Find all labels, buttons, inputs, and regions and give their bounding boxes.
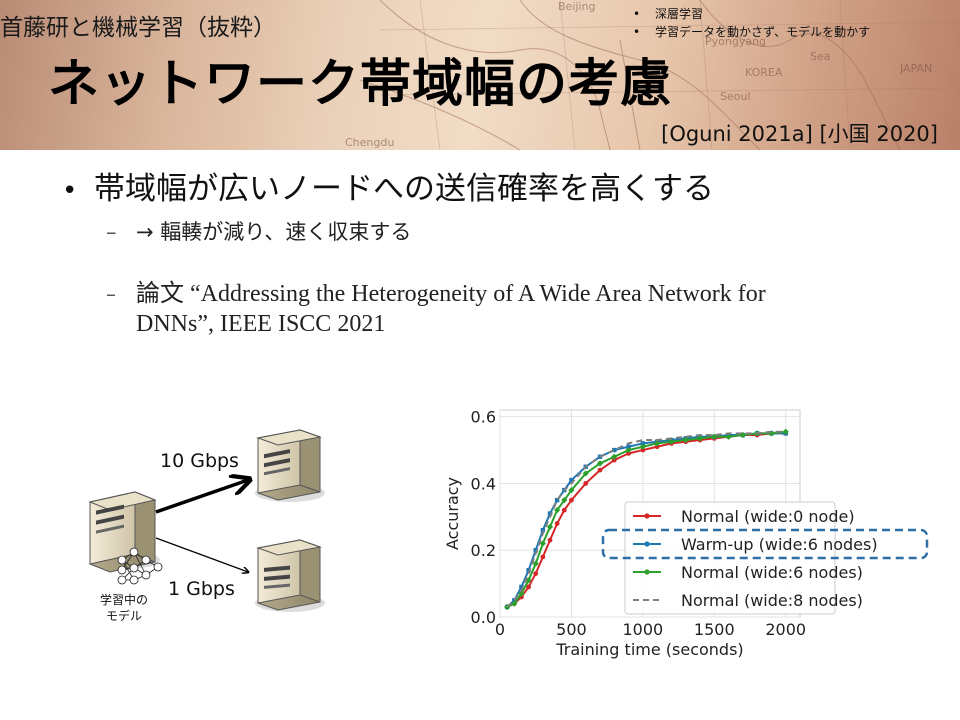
map-label: Seoul <box>720 90 751 103</box>
bullet-icon: • <box>62 176 78 206</box>
topic-label: 学習データを動かさず、モデルを動かす <box>655 25 871 39</box>
main-bullet-text: 帯域幅が広いノードへの送信確率を高くする <box>94 171 714 207</box>
sub-bullet-result: –→ 輻輳が減り、速く収束する <box>106 216 411 246</box>
series-line <box>506 430 786 608</box>
y-tick-label: 0.2 <box>471 541 496 560</box>
data-point <box>526 584 531 590</box>
dash-icon: – <box>106 282 116 306</box>
topic-label: 深層学習 <box>655 7 704 21</box>
legend-marker <box>644 513 650 519</box>
legend-highlight-box <box>601 528 929 560</box>
x-tick-label: 2000 <box>765 620 806 639</box>
data-point <box>569 497 574 503</box>
data-point <box>597 467 603 473</box>
data-point <box>612 447 617 453</box>
slow-link-arrow <box>155 537 248 572</box>
legend-label: Warm-up (wide:6 nodes) <box>681 535 878 554</box>
data-point <box>554 521 560 526</box>
data-point <box>561 507 567 513</box>
data-point <box>626 444 631 449</box>
map-label: Chengdu <box>345 136 394 149</box>
data-point <box>519 584 524 590</box>
bullet-icon: • <box>633 7 641 21</box>
model-caption: 学習中の モデル <box>84 592 164 624</box>
data-point <box>547 537 553 543</box>
paper-title-line2: DNNs”, IEEE ISCC 2021 <box>136 311 386 337</box>
data-point <box>640 441 646 446</box>
data-point <box>626 451 631 456</box>
data-point <box>654 444 660 450</box>
data-point <box>569 477 574 483</box>
data-point <box>547 511 553 516</box>
sub-bullet-paper: –論文 “Addressing the Heterogeneity of A W… <box>106 279 906 339</box>
source-server-icon <box>88 491 157 573</box>
paper-title-line1: 論文 “Addressing the Heterogeneity of A Wi… <box>136 281 766 307</box>
x-tick-label: 1000 <box>622 620 663 639</box>
data-point <box>540 554 546 560</box>
legend-marker <box>644 569 650 575</box>
data-point <box>611 457 617 463</box>
data-point <box>512 598 517 603</box>
topic-item: • 学習データを動かさず、モデルを動かす <box>633 23 870 41</box>
slow-link-label: 1 Gbps <box>168 578 235 600</box>
fast-link-label: 10 Gbps <box>160 450 239 472</box>
header-banner: Beijing Pyongyang Seoul JAPAN KOREA Chen… <box>0 0 960 151</box>
y-tick-label: 0.0 <box>471 608 496 627</box>
legend-label: Normal (wide:0 node) <box>681 507 855 526</box>
x-tick-label: 500 <box>556 620 587 639</box>
x-axis-label: Training time (seconds) <box>555 640 743 659</box>
map-background: Beijing Pyongyang Seoul JAPAN KOREA Chen… <box>345 0 960 151</box>
x-tick-label: 0 <box>495 620 505 639</box>
map-label: Beijing <box>558 0 595 13</box>
map-label: JAPAN <box>899 62 932 75</box>
fast-link-arrow <box>155 480 248 514</box>
x-tick-label: 1500 <box>694 620 735 639</box>
model-caption-line2: モデル <box>105 609 142 623</box>
bullet-icon: • <box>633 25 641 39</box>
y-axis-label: Accuracy <box>443 477 462 550</box>
dash-icon: – <box>106 220 117 244</box>
data-point <box>554 497 560 503</box>
section-ribbon: 首藤研と機械学習（抜粋） <box>0 15 276 41</box>
map-label: Sea <box>810 50 831 63</box>
map-label: Pyongyang <box>705 35 766 48</box>
map-label: KOREA <box>745 66 783 79</box>
fast-server-icon <box>256 429 322 501</box>
slow-server-icon <box>256 539 322 611</box>
legend-label: Normal (wide:6 nodes) <box>681 563 863 582</box>
data-point <box>533 571 539 576</box>
y-tick-label: 0.4 <box>471 474 496 493</box>
sub-bullet-text: → 輻輳が減り、速く収束する <box>136 220 412 244</box>
page-title: ネットワーク帯域幅の考慮 <box>48 55 673 114</box>
network-diagram: 10 Gbps 1 Gbps 学習中の モデル <box>80 420 380 650</box>
y-tick-label: 0.6 <box>471 408 496 427</box>
main-bullet: • 帯域幅が広いノードへの送信確率を高くする <box>62 163 714 208</box>
data-point <box>583 481 589 486</box>
topic-list: • 深層学習 • 学習データを動かさず、モデルを動かす <box>633 5 870 41</box>
data-point <box>526 568 531 573</box>
legend-marker <box>644 541 650 547</box>
references: [Oguni 2021a] [小国 2020] <box>661 122 938 146</box>
data-point <box>533 548 538 553</box>
topic-item: • 深層学習 <box>633 5 870 23</box>
model-caption-line1: 学習中の <box>99 593 148 607</box>
legend-label: Normal (wide:8 nodes) <box>681 591 863 610</box>
neural-network-icon <box>117 547 163 585</box>
data-point <box>640 447 646 453</box>
data-point <box>540 527 546 533</box>
